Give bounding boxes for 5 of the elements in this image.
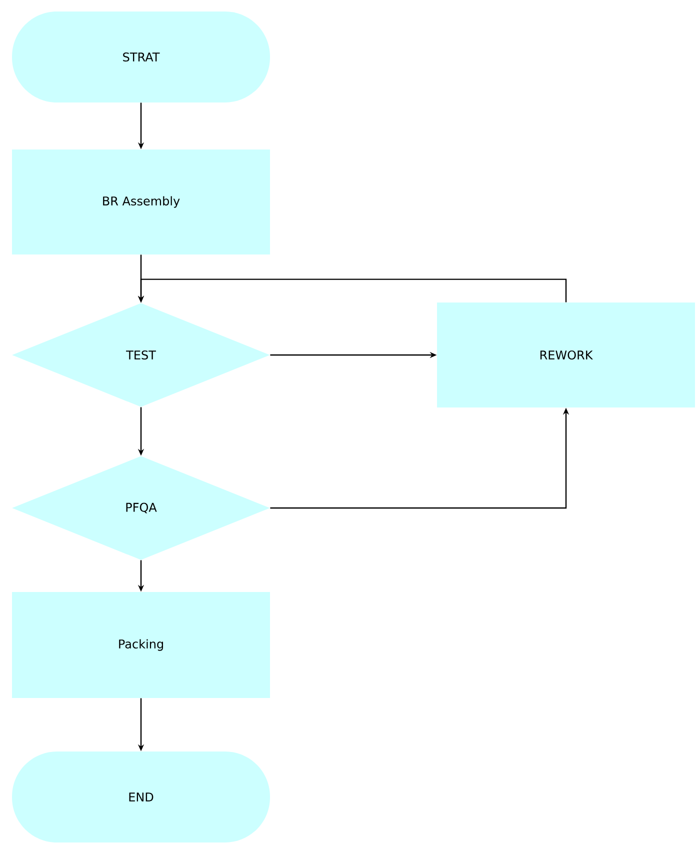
process-box: REWORK xyxy=(437,302,695,408)
process-box: BR Assembly xyxy=(12,150,270,254)
terminal-box: END xyxy=(12,752,270,842)
process-box: Packing xyxy=(12,592,270,698)
terminal-box: STRAT xyxy=(12,12,270,102)
